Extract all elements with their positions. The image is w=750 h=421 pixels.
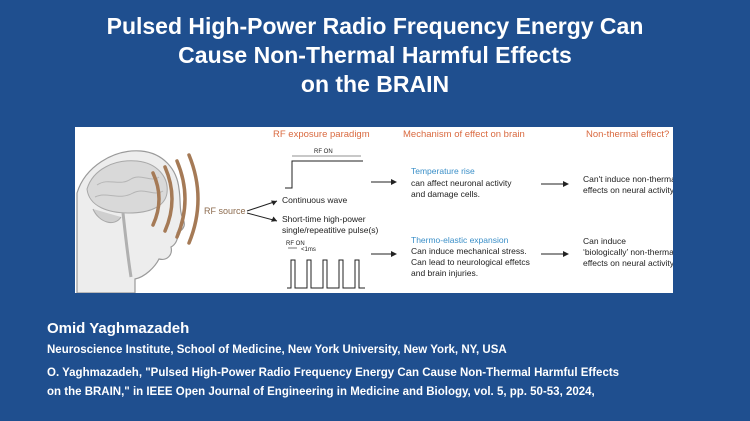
thermoelastic-line-3: and brain injuries. (411, 268, 478, 278)
figure-canvas: RF exposure paradigm Mechanism of effect… (76, 129, 673, 293)
header-non-thermal: Non-thermal effect? (586, 129, 669, 140)
author-affiliation: Neuroscience Institute, School of Medici… (47, 344, 507, 356)
pulse-train-waveform (287, 259, 365, 289)
rf-on-label: RF ON (314, 149, 333, 155)
arrow-to-continuous-head (271, 200, 277, 206)
thermal-result-line-2: effects on neural activity. (583, 185, 673, 195)
title-line-1: Pulsed High-Power Radio Frequency Energy… (106, 13, 644, 39)
arrow-to-pulsed (246, 212, 278, 222)
rf-waves (151, 153, 200, 245)
arrow-to-nonthermal-result-head (563, 251, 569, 257)
pulsed-label-line-1: Short-time high-power (282, 214, 366, 224)
arrow-to-pulsed-head (271, 216, 277, 222)
rf-wave-arc-3 (175, 159, 187, 239)
temperature-line-2: and damage cells. (411, 189, 480, 199)
rf-wave-arc-4 (187, 153, 200, 245)
author-name: Omid Yaghmazadeh (47, 320, 190, 337)
arrow-to-continuous (246, 200, 278, 212)
temperature-line-1: can affect neuronal activity (411, 178, 512, 188)
temperature-heading: Temperature rise (411, 166, 475, 176)
citation-line-2: on the BRAIN," in IEEE Open Journal of E… (47, 386, 595, 398)
header-exposure-paradigm: RF exposure paradigm (273, 129, 370, 140)
continuous-wave-label: Continuous wave (282, 195, 347, 205)
arrow-to-thermoelastic-head (391, 251, 397, 257)
thermoelastic-line-2: Can lead to neurological effetcs (411, 257, 530, 267)
thermoelastic-heading: Thermo-elastic expansion (411, 235, 509, 245)
slide-title: Pulsed High-Power Radio Frequency Energy… (0, 12, 750, 99)
title-line-3: on the BRAIN (300, 71, 450, 97)
nonthermal-result-line-2: ‘biologically’ non-thermal (583, 247, 673, 257)
thermoelastic-line-1: Can induce mechanical stress. (411, 246, 527, 256)
rf-source-label: RF source (204, 206, 246, 216)
title-line-2: Cause Non-Thermal Harmful Effects (178, 42, 572, 68)
nonthermal-result-line-3: effects on neural activity. (583, 258, 673, 268)
cerebellum (92, 208, 122, 224)
pulse-width-rf-on: RF ON (286, 241, 305, 247)
rf-wave-arc-1 (151, 171, 161, 227)
arrow-to-thermal-result-head (563, 181, 569, 187)
arrow-to-temperature-head (391, 179, 397, 185)
pulsed-label-line-2: single/repeatitive pulse(s) (282, 225, 379, 235)
citation: O. Yaghmazadeh, "Pulsed High-Power Radio… (47, 364, 737, 402)
brain-region (86, 160, 168, 214)
nonthermal-result-line-1: Can induce (583, 236, 626, 246)
thermal-result-line-1: Can't induce non-thermal (583, 174, 673, 184)
citation-line-1: O. Yaghmazadeh, "Pulsed High-Power Radio… (47, 367, 620, 379)
continuous-waveform (285, 160, 363, 189)
brain-fold-2 (94, 190, 164, 198)
rf-wave-arc-2 (163, 165, 174, 233)
pulse-width-value: <1ms (301, 247, 316, 253)
brain-fold-1 (96, 176, 160, 186)
brainstem (121, 212, 133, 278)
header-mechanism: Mechanism of effect on brain (403, 129, 525, 140)
mechanism-figure: RF exposure paradigm Mechanism of effect… (75, 127, 673, 293)
